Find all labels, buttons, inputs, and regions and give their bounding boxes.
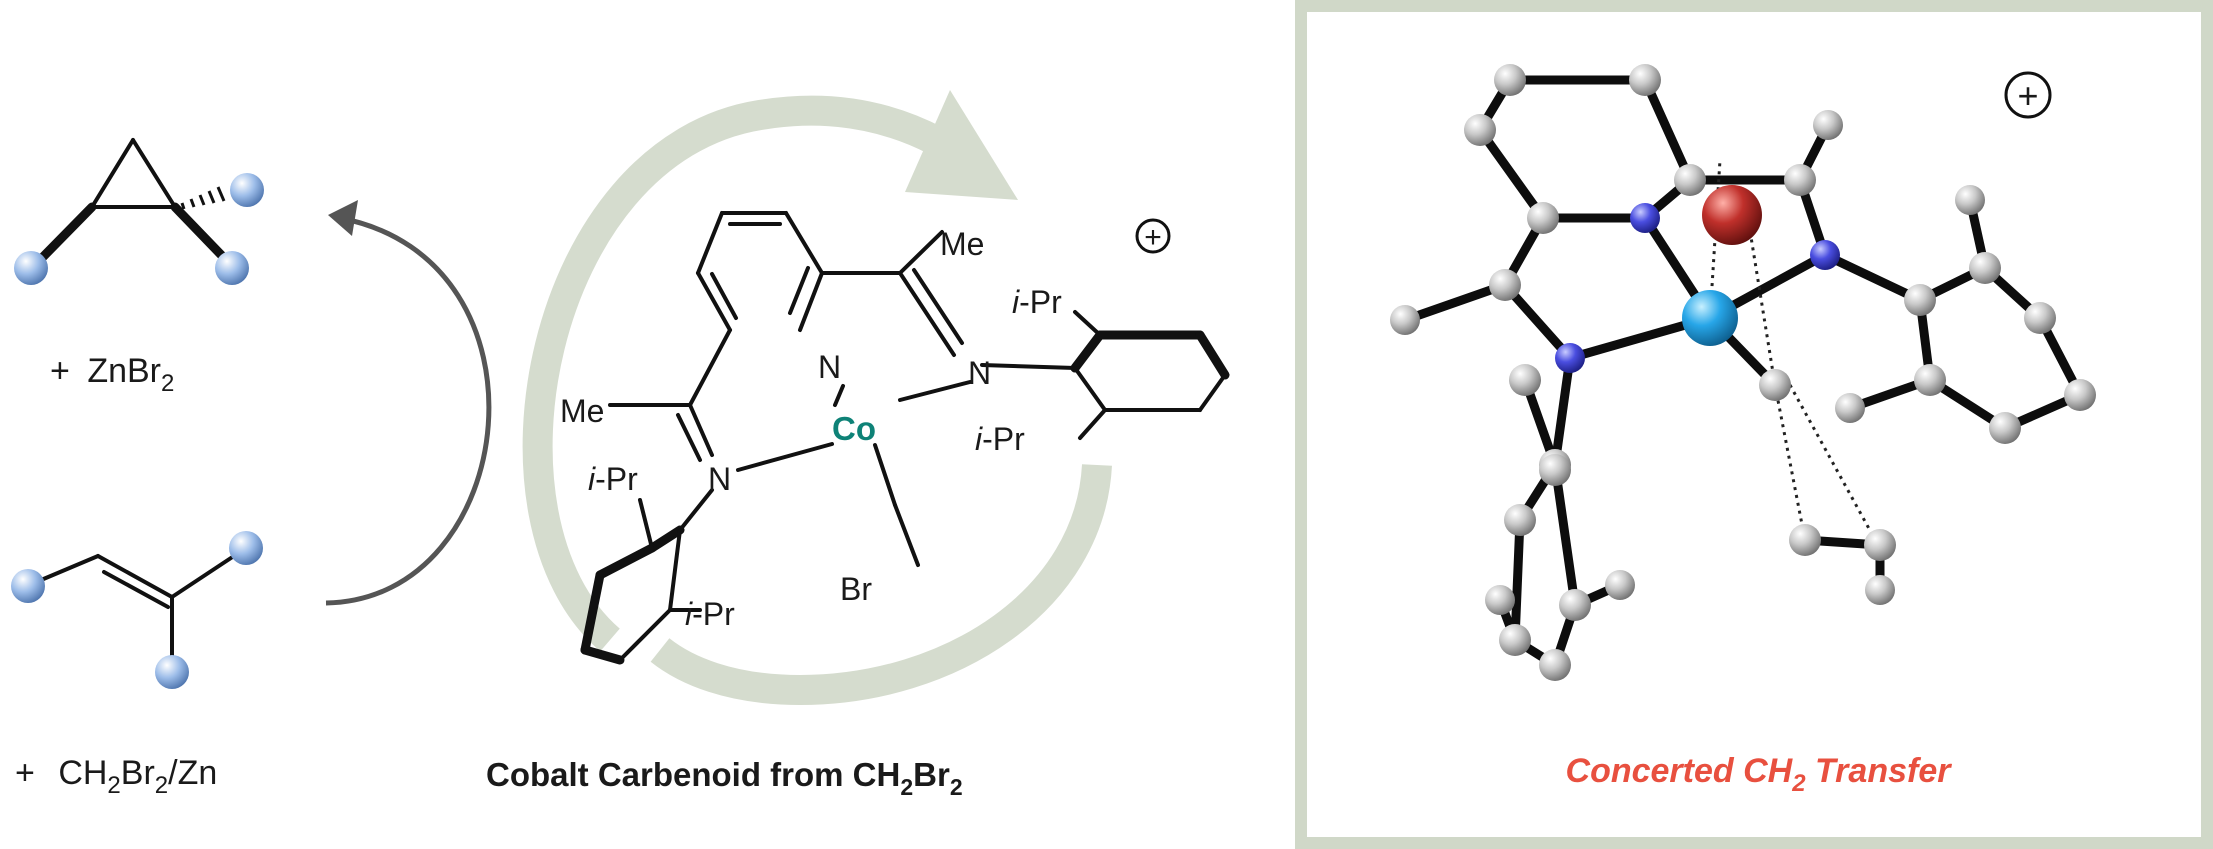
cobalt-carbenoid-structure — [580, 211, 1230, 665]
center-caption: Cobalt Carbenoid from CH2Br2 — [486, 756, 963, 800]
reagent-label: + CH2Br2/Zn — [15, 754, 217, 799]
ipr-label-3: i-Pr — [588, 461, 638, 497]
imine-n-right-label: N — [968, 355, 991, 391]
ball-and-stick-model — [1390, 64, 2096, 681]
cyclopropane-product — [14, 138, 264, 285]
cycle-arrowhead — [905, 90, 1018, 200]
pyridine-n-label: N — [818, 349, 841, 385]
transition-state-frame — [1295, 0, 2213, 849]
cobalt-atom-label: Co — [832, 410, 876, 447]
positive-charge-icon-3d: + — [2004, 71, 2052, 119]
substituent-ball — [11, 569, 45, 603]
substituent-ball — [155, 655, 189, 689]
svg-text:+: + — [2017, 75, 2038, 116]
substituent-ball — [229, 531, 263, 565]
nitrogen-atom — [1630, 203, 1660, 233]
reaction-arrow — [325, 215, 492, 606]
ipr-label-1: i-Pr — [1012, 284, 1062, 320]
zinc-bromide-label: + ZnBr2 — [50, 352, 174, 397]
alkene-substrate — [11, 531, 263, 689]
cycle-arrow-top — [522, 95, 984, 652]
positive-charge-icon: + — [1135, 218, 1171, 254]
substituent-ball — [215, 251, 249, 285]
cycle-arrow-bottom — [650, 463, 1112, 706]
nitrogen-atom — [1810, 240, 1840, 270]
ipr-label-4: i-Pr — [685, 596, 735, 632]
transition-state-caption: Concerted CH2 Transfer — [1566, 752, 1953, 797]
svg-text:+: + — [1144, 221, 1162, 254]
methyl-right-label: Me — [940, 226, 984, 262]
bromine-atom — [1702, 185, 1762, 245]
imine-n-left-label: N — [708, 461, 731, 497]
methyl-left-label: Me — [560, 393, 604, 429]
bromine-atom-label: Br — [840, 571, 872, 607]
nitrogen-atom — [1555, 343, 1585, 373]
ipr-label-2: i-Pr — [975, 421, 1025, 457]
carbon-atoms — [1390, 64, 2096, 681]
cobalt-atom — [1682, 290, 1738, 346]
substituent-ball — [14, 251, 48, 285]
substituent-ball — [230, 173, 264, 207]
arrow-head — [328, 200, 358, 236]
